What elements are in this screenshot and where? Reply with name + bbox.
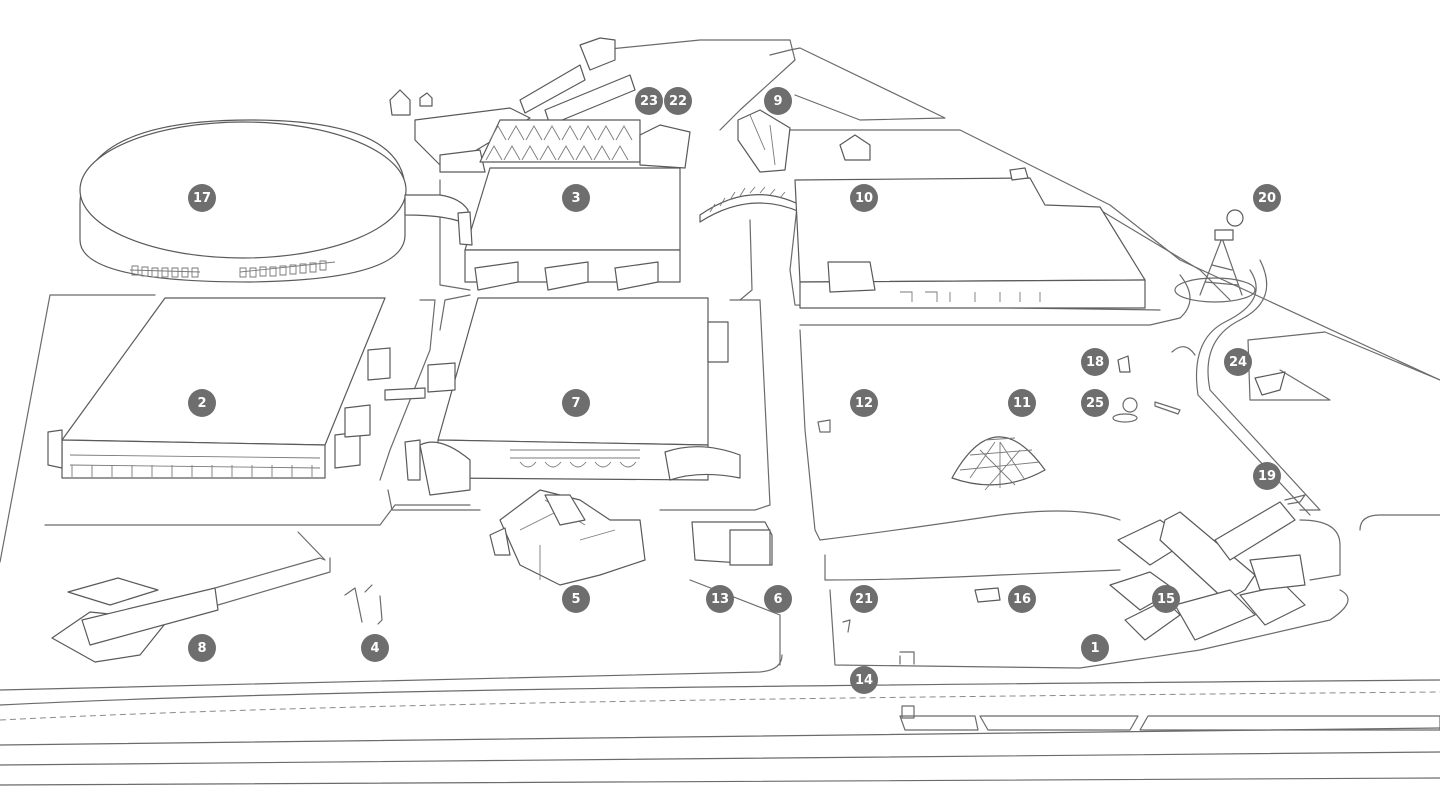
marker-3[interactable]: 3 <box>562 184 590 212</box>
marker-16[interactable]: 16 <box>1008 585 1036 613</box>
marker-label: 13 <box>710 591 730 607</box>
marker-14[interactable]: 14 <box>850 666 878 694</box>
building-10 <box>794 167 1146 309</box>
marker-22[interactable]: 22 <box>664 87 692 115</box>
marker-20[interactable]: 20 <box>1253 184 1281 212</box>
building-17 <box>79 119 469 283</box>
marker-25[interactable]: 25 <box>1081 389 1109 417</box>
marker-label: 14 <box>854 672 874 688</box>
marker-label: 12 <box>854 395 874 411</box>
marker-label: 11 <box>1012 395 1032 411</box>
small-objects <box>817 346 1306 719</box>
marker-label: 1 <box>1090 640 1100 656</box>
dome-11 <box>951 436 1046 491</box>
marker-label: 3 <box>571 190 581 206</box>
marker-8[interactable]: 8 <box>188 634 216 662</box>
marker-15[interactable]: 15 <box>1152 585 1180 613</box>
marker-24[interactable]: 24 <box>1224 348 1252 376</box>
building-22-23-complex <box>389 37 691 173</box>
marker-label: 18 <box>1085 354 1105 370</box>
marker-17[interactable]: 17 <box>188 184 216 212</box>
building-8 <box>51 531 331 663</box>
marker-label: 15 <box>1156 591 1176 607</box>
marker-label: 17 <box>192 190 212 206</box>
marker-5[interactable]: 5 <box>562 585 590 613</box>
marker-9[interactable]: 9 <box>764 87 792 115</box>
marker-label: 4 <box>370 640 380 656</box>
marker-label: 7 <box>571 395 581 411</box>
building-7 <box>404 297 741 496</box>
marker-4[interactable]: 4 <box>361 634 389 662</box>
marker-label: 22 <box>668 93 688 109</box>
building-2 <box>47 297 426 479</box>
marker-label: 9 <box>773 93 783 109</box>
marker-label: 19 <box>1257 468 1277 484</box>
marker-label: 2 <box>197 395 207 411</box>
marker-7[interactable]: 7 <box>562 389 590 417</box>
building-5 <box>489 489 646 586</box>
marker-label: 21 <box>854 591 874 607</box>
marker-label: 23 <box>639 93 659 109</box>
marker-13[interactable]: 13 <box>706 585 734 613</box>
marker-label: 20 <box>1257 190 1277 206</box>
marker-label: 25 <box>1085 395 1105 411</box>
marker-1[interactable]: 1 <box>1081 634 1109 662</box>
building-9 <box>699 109 871 223</box>
marker-label: 10 <box>854 190 874 206</box>
marker-label: 5 <box>571 591 581 607</box>
marker-21[interactable]: 21 <box>850 585 878 613</box>
marker-11[interactable]: 11 <box>1008 389 1036 417</box>
marker-10[interactable]: 10 <box>850 184 878 212</box>
marker-label: 16 <box>1012 591 1032 607</box>
marker-23[interactable]: 23 <box>635 87 663 115</box>
building-15 <box>1109 501 1306 641</box>
building-13 <box>691 521 773 566</box>
marker-12[interactable]: 12 <box>850 389 878 417</box>
marker-18[interactable]: 18 <box>1081 348 1109 376</box>
marker-label: 24 <box>1228 354 1248 370</box>
marker-label: 6 <box>773 591 783 607</box>
tower-20 <box>1174 209 1256 303</box>
marker-19[interactable]: 19 <box>1253 462 1281 490</box>
sculpture-4 <box>344 584 383 625</box>
marker-2[interactable]: 2 <box>188 389 216 417</box>
marker-6[interactable]: 6 <box>764 585 792 613</box>
marker-label: 8 <box>197 640 207 656</box>
